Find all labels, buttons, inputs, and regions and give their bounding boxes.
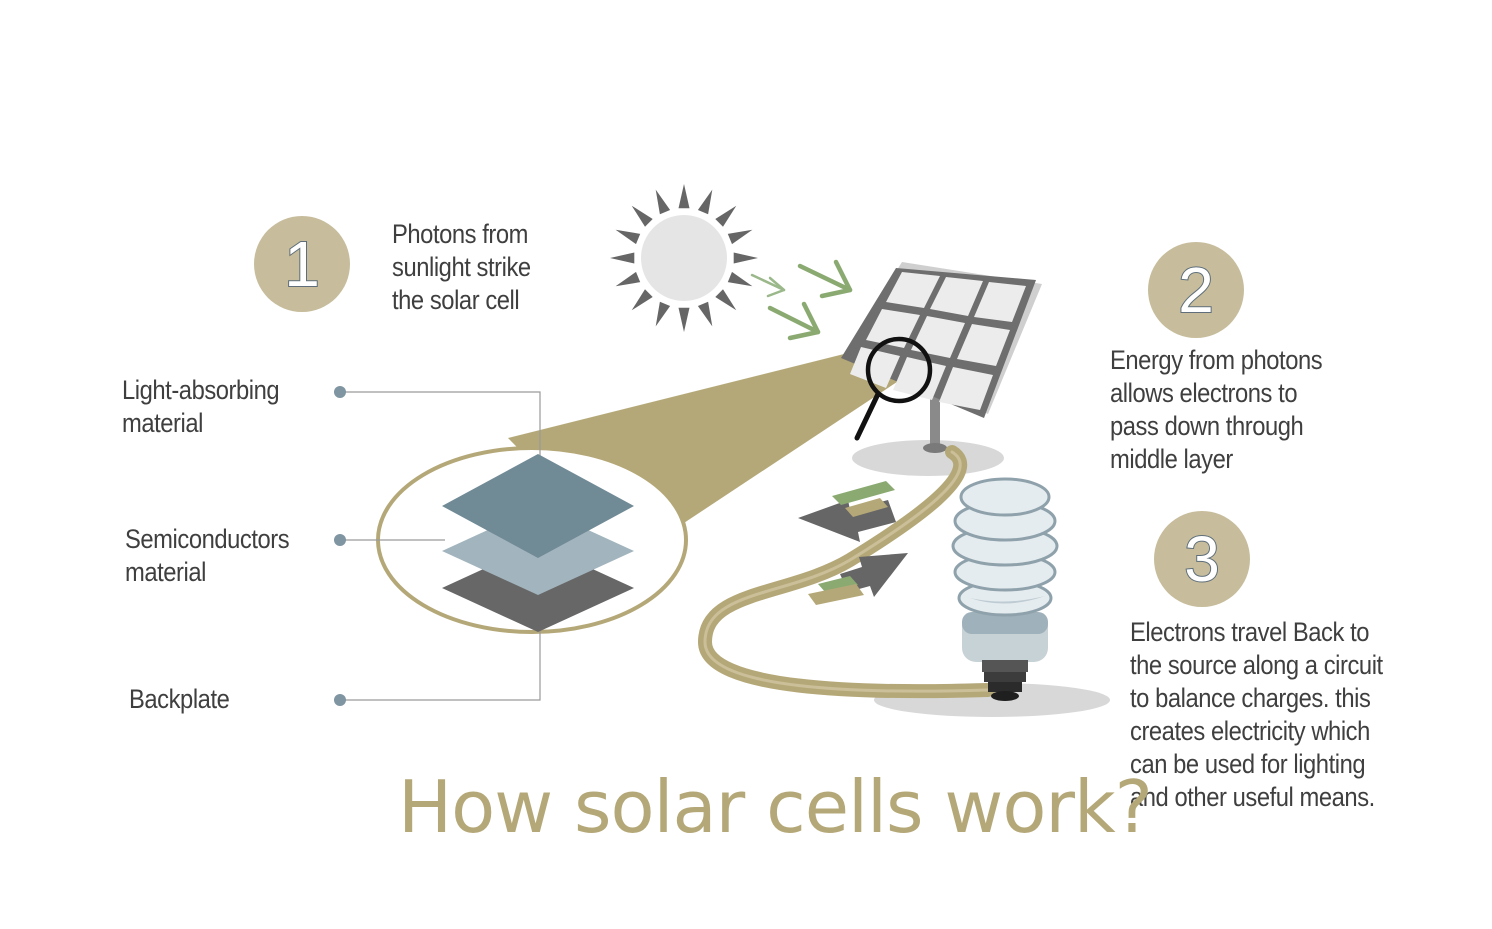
sun-ray (733, 252, 758, 264)
step-3-line: creates electricity which (1130, 716, 1370, 746)
photon-arrows (750, 259, 853, 341)
sun-ray (697, 301, 713, 327)
magnifier-icon (854, 336, 933, 441)
sun-ray (678, 184, 690, 209)
leader-lines (340, 391, 541, 701)
step-3-line: to balance charges. this (1130, 683, 1371, 713)
solar-panel-icon (841, 262, 1042, 418)
page-title: How solar cells work? (398, 765, 1153, 849)
step-3-line: Electrons travel Back to (1130, 617, 1370, 647)
sun-ray (727, 271, 753, 287)
step-2-line: Energy from photons (1110, 345, 1323, 375)
layer-label-light-absorbing: Light-absorbing material (122, 374, 280, 440)
panel-stand (930, 395, 940, 445)
arrow-right-icon (808, 553, 908, 605)
layer-label-backplate: Backplate (129, 683, 230, 716)
step-2-line: allows electrons to (1110, 378, 1298, 408)
layer-label-line: Light-absorbing (122, 375, 280, 405)
layer-label-line: material (122, 408, 203, 438)
layer-label-line: material (125, 557, 206, 587)
step-2-line: middle layer (1110, 444, 1233, 474)
sun-ray (715, 289, 737, 311)
leader-dots (334, 386, 346, 706)
layer-label-line: Backplate (129, 684, 230, 714)
sun-ray (678, 307, 690, 332)
sun-ray (655, 301, 671, 327)
light-bulb-icon (951, 477, 1059, 701)
step-2-line: pass down through (1110, 411, 1304, 441)
step-3-text: Electrons travel Back to the source alon… (1130, 616, 1383, 814)
layer-label-line: Semiconductors (125, 524, 290, 554)
sun-ray (715, 205, 737, 227)
step-3-line: the source along a circuit (1130, 650, 1383, 680)
step-1-text: Photons from sunlight strike the solar c… (392, 218, 531, 317)
sun-ray (631, 205, 653, 227)
sun-ray (697, 189, 713, 215)
layer-label-semiconductors: Semiconductors material (125, 523, 290, 589)
step-1-number: 1 (283, 228, 321, 300)
sun-ray (615, 229, 641, 245)
sun-ray (655, 189, 671, 215)
sun-ray (727, 229, 753, 245)
step-2-text: Energy from photons allows electrons to … (1110, 344, 1323, 476)
sun-ray (615, 271, 641, 287)
sun-ray (631, 289, 653, 311)
circuit-wire (697, 445, 995, 699)
step-3-number: 3 (1183, 523, 1221, 595)
step-3-line: and other useful means. (1130, 782, 1375, 812)
step-3-badge: 3 (1154, 511, 1250, 607)
step-2-number: 2 (1177, 254, 1215, 326)
step-2-badge: 2 (1148, 242, 1244, 338)
step-1-badge: 1 (254, 216, 350, 312)
step-3-line: can be used for lighting (1130, 749, 1366, 779)
step-1-line: the solar cell (392, 285, 520, 315)
sun-icon (610, 184, 758, 332)
sun-ray (610, 252, 635, 264)
light-absorbing-layer (442, 454, 634, 558)
step-1-line: Photons from (392, 219, 529, 249)
step-1-line: sunlight strike (392, 252, 531, 282)
arrow-left-icon (798, 481, 896, 542)
